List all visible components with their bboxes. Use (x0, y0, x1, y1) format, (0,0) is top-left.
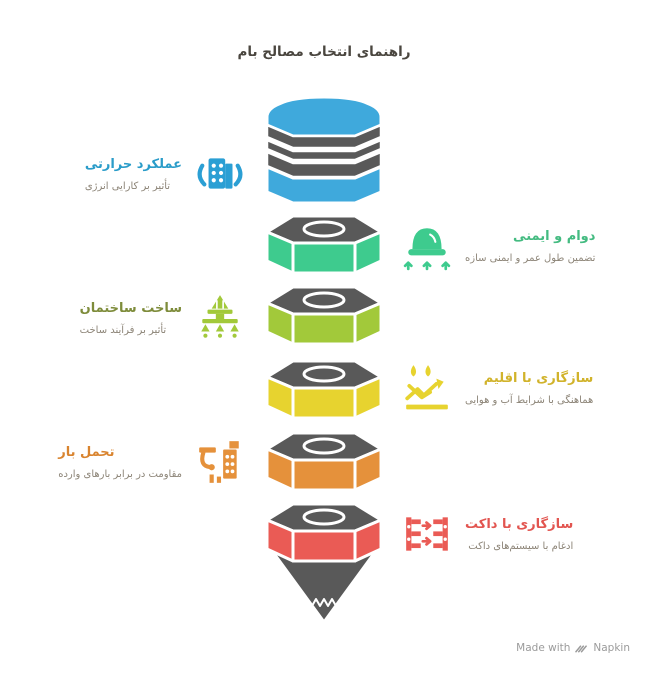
watermark: Made with Napkin (516, 642, 630, 654)
napkin-logo-icon (575, 645, 588, 653)
label-title: ساخت ساختمان (79, 300, 182, 316)
pencil-segment-orange (266, 431, 382, 492)
pencil-segment-green (266, 214, 382, 275)
pencil-cap (266, 96, 382, 205)
label-texts: ساخت ساختمان تأثیر بر فرآیند ساخت (80, 301, 182, 336)
pencil-segment-yellow (266, 359, 382, 420)
watermark-brand: Napkin (593, 642, 630, 654)
label-title: عملکرد حرارتی (84, 156, 182, 172)
label-subtitle: هماهنگی با شرایط آب و هوایی (465, 394, 594, 406)
label-title: دوام و ایمنی (513, 228, 596, 244)
label-subtitle: مقاومت در برابر بارهای وارده (58, 468, 182, 480)
building-energy-icon (195, 148, 245, 200)
page-title: راهنمای انتخاب مصالح بام (237, 44, 411, 60)
label-texts: دوام و ایمنی تضمین طول عمر و ایمنی سازه (465, 229, 595, 264)
pencil-segment-red (266, 502, 382, 563)
label-durability-safety: دوام و ایمنی تضمین طول عمر و ایمنی سازه (402, 220, 648, 272)
label-climate-compatibility: سازگاری با اقلیم هماهنگی با شرایط آب و ه… (402, 362, 648, 414)
dome-safety-icon (402, 220, 452, 272)
label-title: سازگاری با اقلیم (483, 370, 594, 386)
pencil-segment-lime (266, 285, 382, 346)
crane-hook-icon (195, 436, 245, 488)
pencil-diagram (266, 96, 382, 624)
construction-rig-icon (195, 292, 245, 344)
label-load-bearing: تحمل بار مقاومت در برابر بارهای وارده (0, 436, 245, 488)
label-thermal-performance: عملکرد حرارتی تأثیر بر کارایی انرژی (0, 148, 245, 200)
watermark-prefix: Made with (516, 642, 571, 654)
label-title: تحمل بار (58, 444, 115, 460)
label-subtitle: تضمین طول عمر و ایمنی سازه (465, 252, 596, 264)
label-duct-compatibility: سازگاری با داکت ادغام با سیستم‌های داکت (402, 508, 648, 560)
weather-drops-icon (402, 362, 452, 414)
label-building-construction: ساخت ساختمان تأثیر بر فرآیند ساخت (0, 292, 245, 344)
label-texts: سازگاری با داکت ادغام با سیستم‌های داکت (465, 517, 573, 552)
label-subtitle: تأثیر بر کارایی انرژی (84, 180, 171, 192)
duct-connection-icon (402, 508, 452, 560)
label-texts: سازگاری با اقلیم هماهنگی با شرایط آب و ه… (465, 371, 593, 406)
pencil-ferrule (266, 123, 382, 179)
label-subtitle: تأثیر بر فرآیند ساخت (79, 324, 167, 336)
label-texts: تحمل بار مقاومت در برابر بارهای وارده (58, 445, 182, 480)
label-subtitle: ادغام با سیستم‌های داکت (468, 540, 574, 552)
label-title: سازگاری با داکت (465, 516, 574, 532)
label-texts: عملکرد حرارتی تأثیر بر کارایی انرژی (85, 157, 182, 192)
